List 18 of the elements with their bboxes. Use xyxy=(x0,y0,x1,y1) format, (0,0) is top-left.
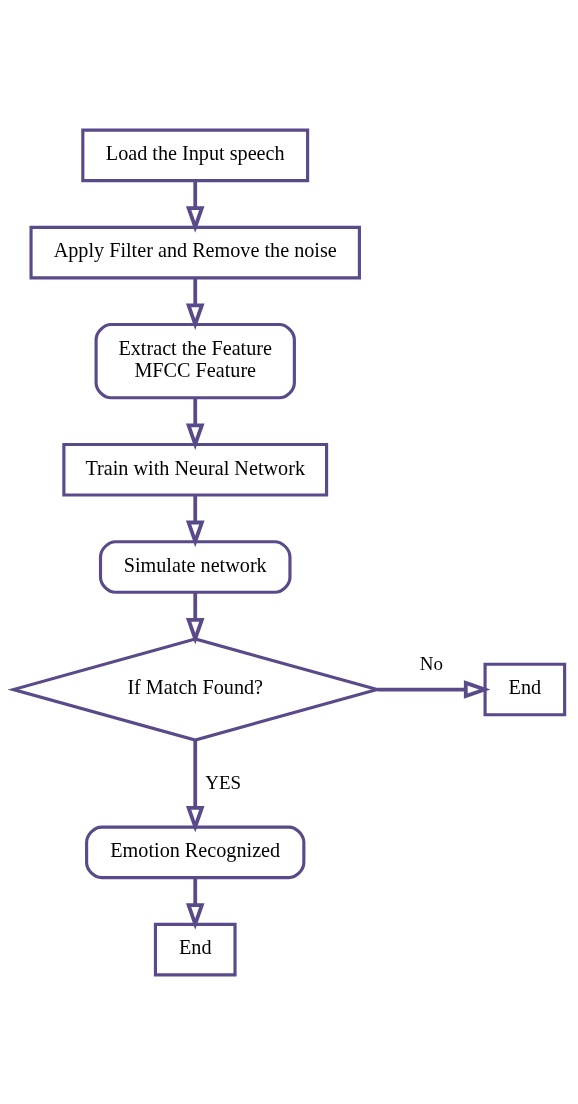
node-box: Extract the Feature MFCC Feature xyxy=(94,322,296,399)
arrow xyxy=(185,180,205,233)
arrow xyxy=(377,679,491,699)
arrow xyxy=(185,739,205,832)
edge-label: No xyxy=(419,652,443,674)
arrow xyxy=(185,277,205,330)
arrow xyxy=(185,592,205,644)
node-box: End xyxy=(483,662,567,716)
node-box: Train with Neural Network xyxy=(62,442,329,497)
node-box: Simulate network xyxy=(98,539,292,594)
arrow xyxy=(185,877,205,930)
node-box: Emotion Recognized xyxy=(85,825,306,879)
node-box: Load the Input speech xyxy=(81,127,310,182)
node-box: Apply Filter and Remove the noise xyxy=(29,225,361,279)
arrow xyxy=(185,494,205,547)
node-box: End xyxy=(153,922,237,977)
edge-label: YES xyxy=(205,771,242,793)
arrow xyxy=(185,397,205,450)
